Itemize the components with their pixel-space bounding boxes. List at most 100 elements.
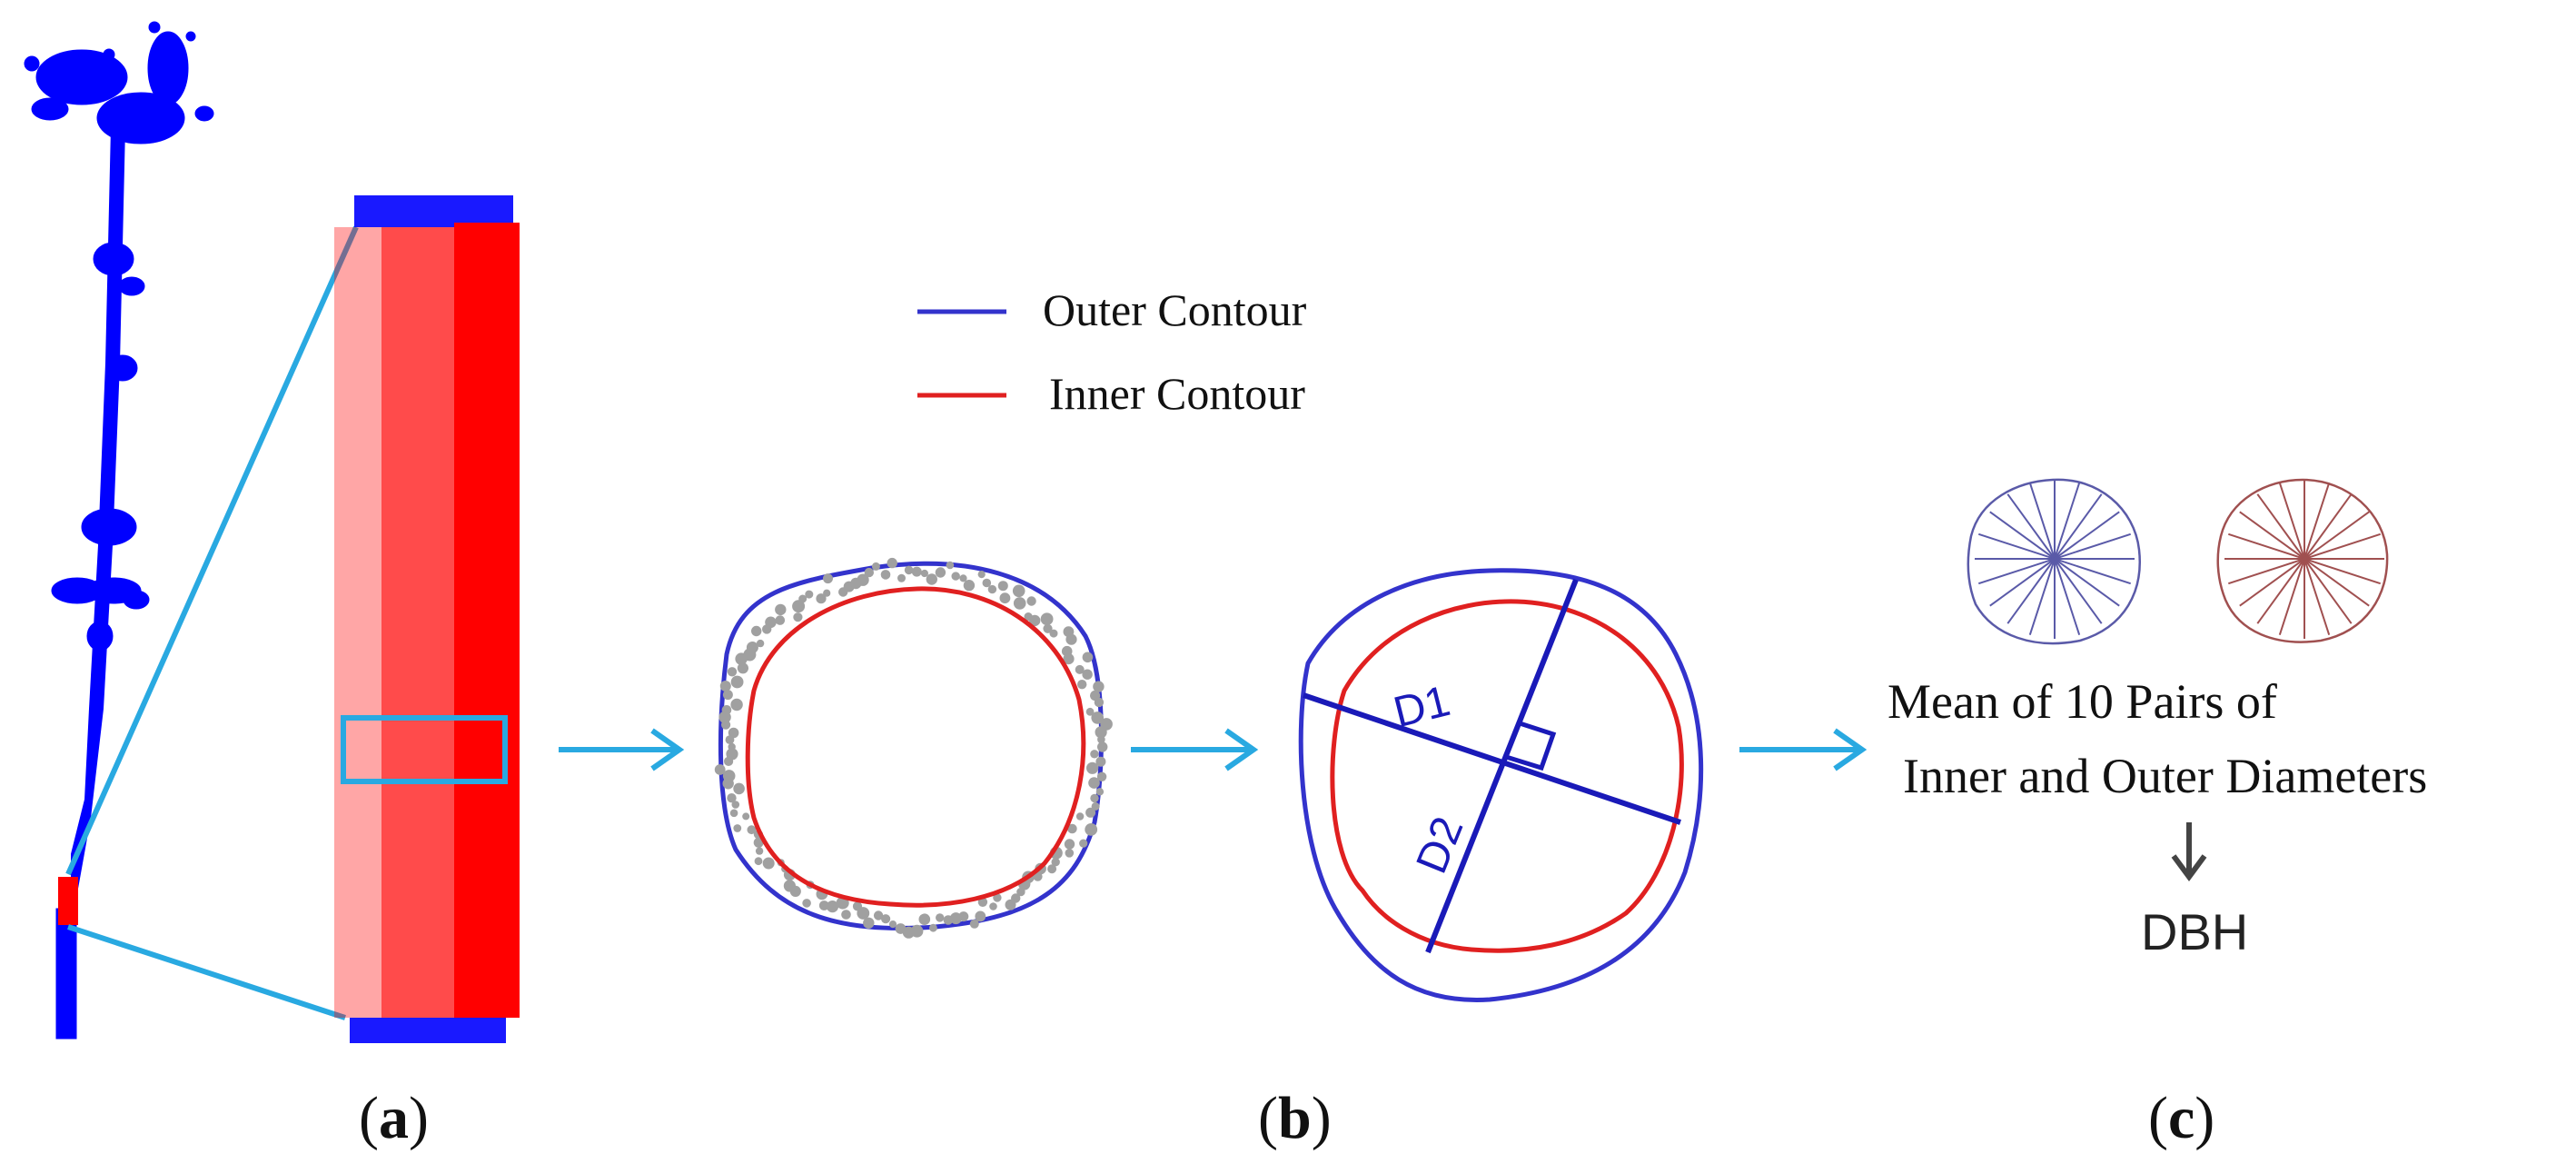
scatter-point <box>911 566 922 577</box>
tree-branches <box>51 242 150 652</box>
scatter-point <box>775 615 786 625</box>
slice-top-band <box>354 195 513 227</box>
panel-c-caption-line-1: Mean of 10 Pairs of <box>1887 674 2277 729</box>
scatter-point <box>792 600 806 613</box>
scatter-point <box>1097 735 1105 744</box>
scatter-point <box>727 667 738 677</box>
tree-point-cloud <box>24 21 214 1040</box>
panel-c: Mean of 10 Pairs of Inner and Outer Diam… <box>1887 478 2427 960</box>
scatter-point <box>871 562 880 571</box>
right-angle-marker <box>1502 720 1557 771</box>
scatter-point <box>818 900 829 910</box>
outer-diameter-rays <box>1967 478 2141 645</box>
scatter-point <box>920 569 929 578</box>
scatter-point <box>993 893 1002 902</box>
dbh-label: DBH <box>2141 903 2248 960</box>
scatter-point <box>897 573 906 582</box>
inner-contour <box>745 586 1086 908</box>
panel-c-caption-line-2: Inner and Outer Diameters <box>1903 749 2427 803</box>
scatter-point <box>1067 823 1077 834</box>
scatter-point <box>887 557 897 569</box>
scatter-point <box>929 923 937 932</box>
scatter-point <box>751 625 762 637</box>
scatter-point <box>977 571 986 579</box>
scatter-point <box>737 662 749 674</box>
flow-arrow-2 <box>1131 728 1259 771</box>
scatter-point <box>733 782 745 795</box>
scatter-point <box>802 899 811 908</box>
scatter-point <box>793 612 803 622</box>
scatter-point <box>963 580 976 592</box>
scatter-point <box>742 812 750 821</box>
scatter-point <box>1063 653 1075 665</box>
diameter-1-label: D1 <box>1389 677 1454 737</box>
scatter-point <box>987 584 997 594</box>
flow-arrow-1 <box>559 728 685 771</box>
scatter-point <box>863 917 875 929</box>
scatter-point <box>762 857 775 870</box>
scatter-point <box>775 603 787 616</box>
outer-contour-measured <box>1298 568 1704 1002</box>
scatter-point <box>1013 597 1026 610</box>
scatter-point <box>989 902 997 910</box>
outer-diameter-ray <box>1977 532 2132 585</box>
scatter-point <box>1096 771 1107 781</box>
scatter-point <box>783 880 797 892</box>
scatter-point <box>826 900 839 913</box>
scatter-point <box>1091 801 1100 811</box>
flow-arrow-3 <box>1739 728 1868 771</box>
scatter-point <box>798 594 807 603</box>
scatter-point <box>1026 596 1036 606</box>
scatter-point <box>969 919 979 929</box>
panel-b-diameter-measurement: D1 D2 <box>1298 568 1704 1002</box>
scatter-point <box>730 698 743 711</box>
scatter-point <box>951 572 960 581</box>
scatter-point <box>959 574 967 582</box>
diameter-line-2 <box>1425 578 1579 954</box>
scatter-point <box>747 825 757 835</box>
scatter-point <box>1085 707 1095 716</box>
inner-diameter-rays <box>2216 478 2389 643</box>
scatter-point <box>1094 697 1105 708</box>
scatter-point <box>873 910 884 920</box>
scatter-point <box>1040 612 1054 626</box>
scatter-point <box>1088 777 1100 789</box>
scatter-point <box>1082 652 1094 663</box>
scatter-point <box>1075 812 1085 821</box>
inner-diameter-ray <box>2227 532 2382 585</box>
scatter-point <box>1064 839 1075 850</box>
scatter-point <box>1091 711 1104 724</box>
scatter-point <box>1090 793 1099 803</box>
scatter-point <box>1005 899 1016 910</box>
scatter-point <box>1075 664 1085 674</box>
scatter-point <box>904 565 914 575</box>
outer-ray-contour <box>1967 478 2141 645</box>
inner-ray-contour <box>2216 478 2389 643</box>
scatter-point <box>852 901 863 911</box>
scatter-point <box>805 590 814 599</box>
scatter-point <box>733 824 742 832</box>
scatter-point <box>726 748 738 761</box>
scatter-point <box>765 616 777 629</box>
zoomed-stem-slice <box>334 195 520 1043</box>
scatter-point <box>888 920 897 929</box>
scatter-point <box>926 573 937 585</box>
scatter-point <box>727 793 737 803</box>
scatter-point <box>1086 761 1099 774</box>
scatter-point <box>1079 839 1088 848</box>
scatter-point <box>1090 750 1099 759</box>
panel-label-a: (a) <box>359 1085 429 1151</box>
scatter-point <box>864 567 874 578</box>
scatter-point <box>935 567 946 578</box>
scatter-point <box>1049 629 1058 638</box>
slice-bottom-band <box>350 1018 506 1043</box>
scatter-point <box>823 573 833 584</box>
scatter-point <box>1082 669 1093 680</box>
slice-red-core <box>454 223 520 1018</box>
scatter-points <box>714 557 1113 939</box>
scatter-point <box>1095 726 1107 739</box>
panel-label-c: (c) <box>2148 1085 2214 1151</box>
inner-contour-measured <box>1330 599 1684 953</box>
scatter-point <box>918 913 931 925</box>
